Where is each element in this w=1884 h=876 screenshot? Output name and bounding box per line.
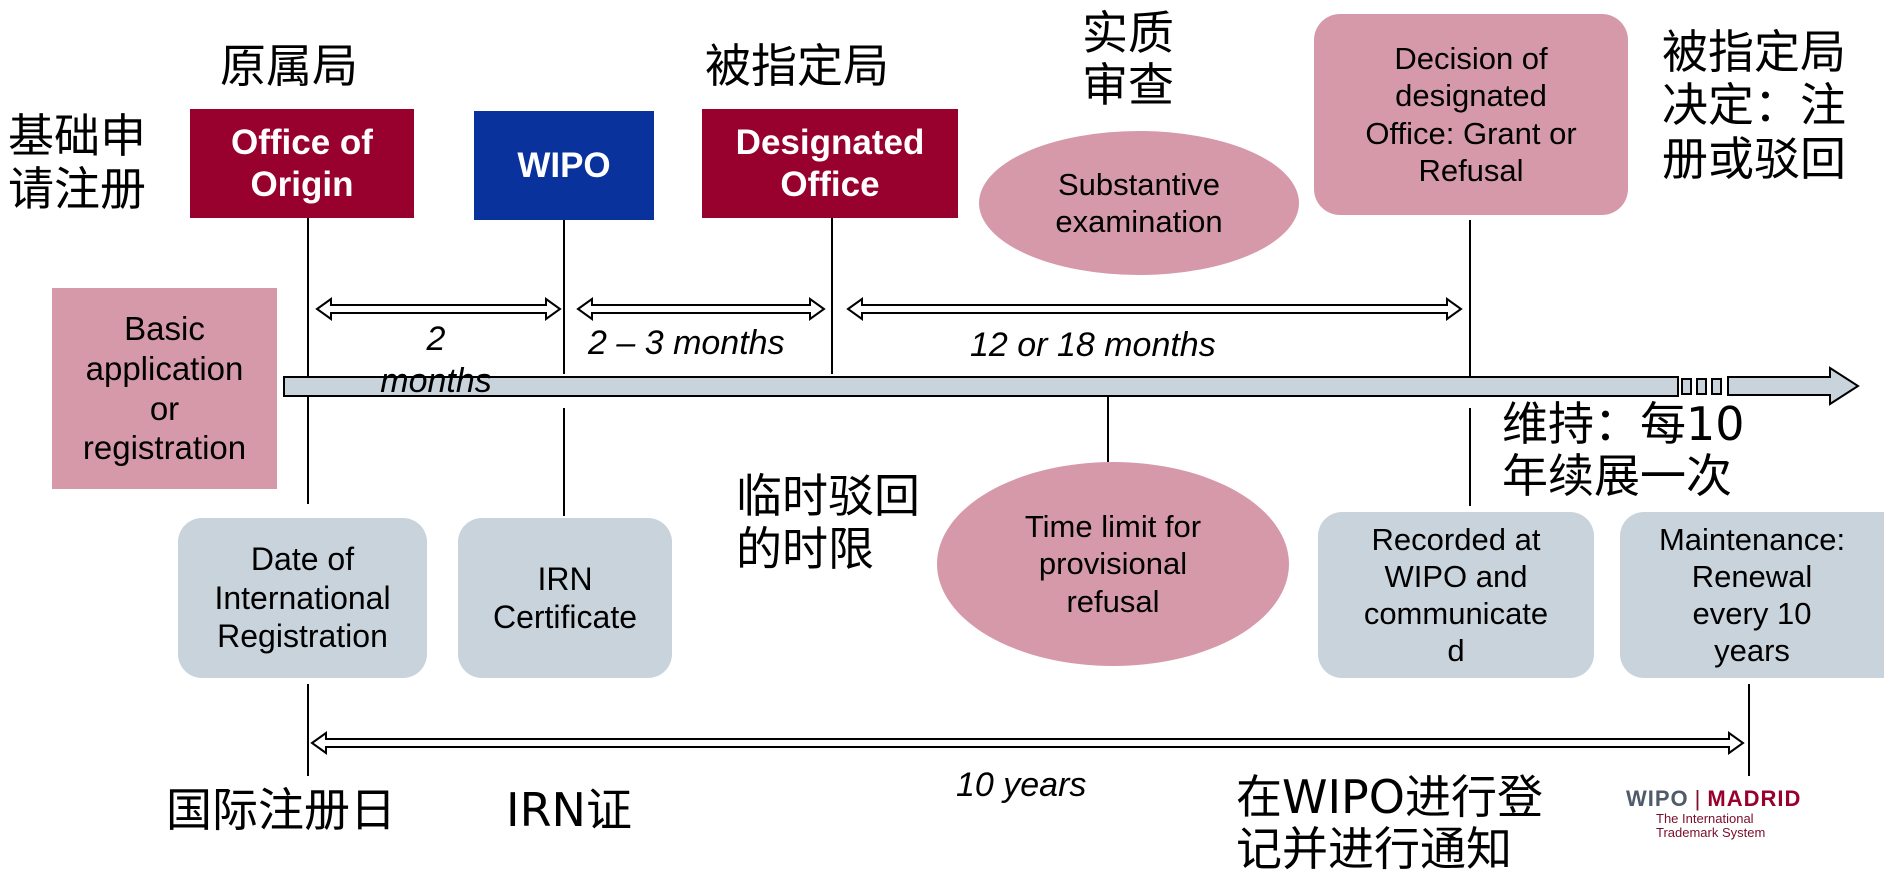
irn-certificate-box: IRN Certificate [458, 518, 672, 678]
wipo-line-bottom [563, 408, 565, 516]
arrow-2-months [315, 297, 562, 321]
recorded-box: Recorded at WIPO and communicate d [1318, 512, 1594, 678]
cn-substantive: 实质 审查 [1082, 6, 1174, 112]
designated-line [831, 218, 833, 374]
arrow-10-years [310, 731, 1745, 755]
maintenance-box: Maintenance: Renewal every 10 years [1620, 512, 1884, 678]
exam-line [1107, 396, 1109, 462]
timeline-break-2 [1696, 378, 1707, 395]
cn-recorded: 在WIPO进行登 记并进行通知 [1236, 770, 1543, 876]
office-of-origin-box: Office of Origin [190, 109, 414, 218]
origin-line-bottom [307, 684, 309, 776]
timeline-break-3 [1711, 378, 1722, 395]
period-2-3-months: 2 – 3 months [588, 324, 785, 362]
wipo-box: WIPO [474, 111, 654, 220]
arrow-12-18-months [846, 297, 1463, 321]
time-limit-ellipse: Time limit for provisional refusal [937, 462, 1289, 666]
timeline-arrowhead [1727, 366, 1860, 406]
period-12-18-months: 12 or 18 months [970, 326, 1216, 364]
decision-box: Decision of designated Office: Grant or … [1314, 14, 1628, 215]
logo-wipo: WIPO [1626, 786, 1689, 811]
cn-basic: 基础申 请注册 [8, 109, 146, 217]
maintenance-line-bottom [1748, 684, 1750, 776]
cn-ir-date: 国际注册日 [166, 783, 396, 837]
logo-madrid: MADRID [1707, 786, 1802, 811]
arrow-2-3-months [576, 297, 826, 321]
wipo-madrid-logo: WIPO|MADRID The International Trademark … [1626, 786, 1802, 841]
cn-maintenance: 维持：每10 年续展一次 [1502, 397, 1745, 504]
designated-office-box: Designated Office [702, 109, 958, 218]
substantive-examination-ellipse: Substantive examination [979, 131, 1299, 275]
timeline-break-1 [1681, 378, 1692, 395]
recorded-line [1469, 408, 1471, 506]
cn-designated-office: 被指定局 [705, 39, 889, 93]
timeline-bar [283, 376, 1679, 397]
wipo-line-top [563, 218, 565, 374]
date-of-ir-box: Date of International Registration [178, 518, 427, 678]
cn-irn: IRN证 [506, 783, 632, 837]
cn-origin-office: 原属局 [220, 39, 358, 93]
period-2-months: 2 months [380, 320, 492, 400]
cn-decision: 被指定局 决定：注 册或驳回 [1662, 25, 1846, 186]
basic-application-box: Basic application or registration [52, 288, 277, 489]
logo-subtitle: The International Trademark System [1656, 811, 1766, 841]
decision-line [1469, 220, 1471, 376]
period-10-years: 10 years [956, 766, 1087, 804]
origin-line-top [307, 218, 309, 504]
cn-provisional: 临时驳回 的时限 [736, 469, 920, 577]
